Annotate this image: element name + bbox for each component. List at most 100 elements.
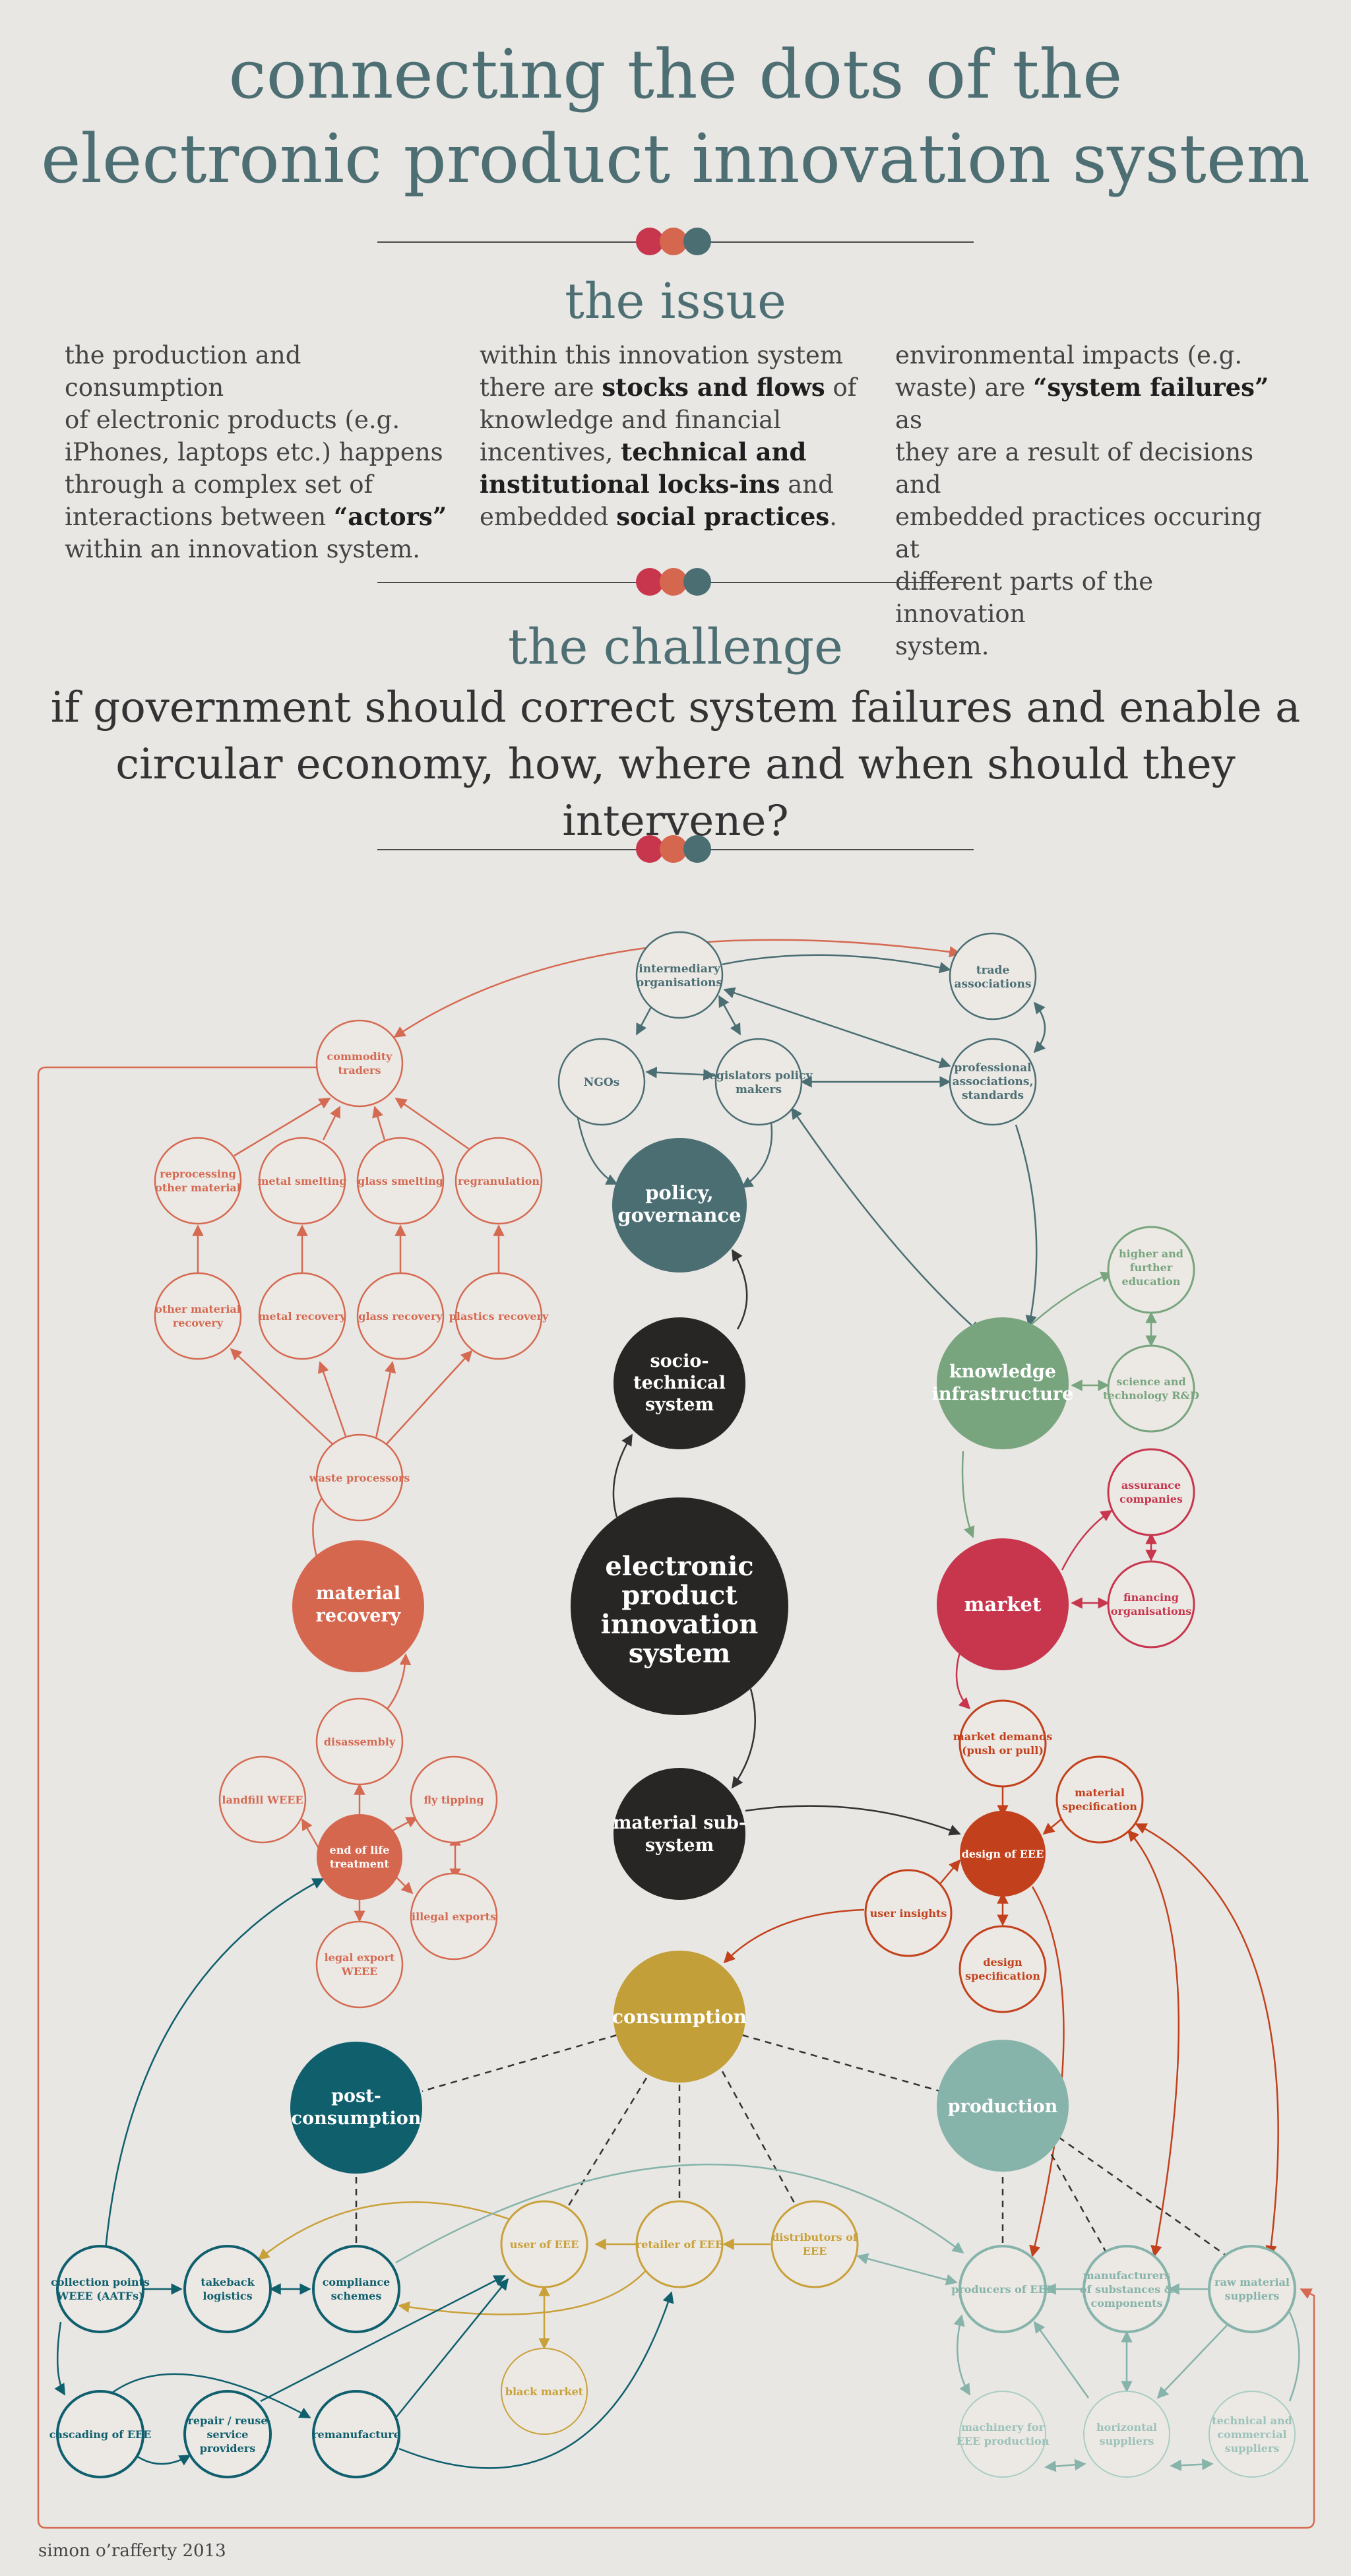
node-user-eee: user of EEE	[510, 2238, 579, 2251]
svg-text:technology R&D: technology R&D	[1103, 1389, 1199, 1402]
node-user-insights: user insights	[870, 1907, 947, 1920]
svg-text:suppliers: suppliers	[1225, 2290, 1280, 2302]
svg-text:logistics: logistics	[203, 2290, 252, 2302]
node-end-of-life	[317, 1814, 402, 1900]
node-collection-points: collection points	[51, 2276, 150, 2288]
node-producers-eee: producers of EEE	[951, 2283, 1054, 2296]
node-production: production	[937, 2040, 1069, 2172]
node-compliance-schemes: compliance	[323, 2276, 391, 2288]
svg-text:(push or pull): (push or pull)	[962, 1744, 1044, 1757]
svg-text:schemes: schemes	[331, 2290, 382, 2302]
node-ngos: NGOs	[584, 1076, 619, 1089]
node-illegal-exports: illegal exports	[412, 1910, 496, 1923]
svg-text:socio-: socio-	[650, 1351, 708, 1371]
svg-text:suppliers: suppliers	[1225, 2442, 1280, 2455]
svg-text:education: education	[1122, 1275, 1181, 1288]
svg-text:specification: specification	[965, 1970, 1040, 1982]
node-trade-associations: trade	[976, 964, 1010, 977]
dots-ornament-1	[636, 228, 715, 257]
node-material-recovery: material recovery	[292, 1540, 424, 1672]
node-socio-technical: socio- technical system	[613, 1317, 745, 1449]
innovation-system-diagram: electronic product innovation system pol…	[37, 931, 1315, 2529]
svg-text:consumption: consumption	[612, 2006, 747, 2028]
svg-text:of substances &: of substances &	[1080, 2283, 1174, 2296]
node-material-specification: material	[1075, 1786, 1125, 1799]
svg-text:associations,: associations,	[953, 1075, 1034, 1088]
node-consumption: consumption	[612, 1951, 747, 2083]
svg-text:electronic: electronic	[605, 1551, 753, 1582]
svg-text:market: market	[964, 1593, 1042, 1616]
svg-text:system: system	[645, 1395, 714, 1415]
svg-text:innovation: innovation	[601, 1609, 759, 1640]
node-higher-education: higher and	[1119, 1247, 1183, 1260]
svg-text:product: product	[621, 1580, 738, 1611]
svg-text:system: system	[645, 1835, 714, 1856]
node-assurance: assurance	[1121, 1479, 1181, 1492]
node-disassembly: disassembly	[324, 1736, 396, 1748]
node-manufacturers: manufacturers	[1083, 2269, 1171, 2282]
svg-text:WEEE (AATFs): WEEE (AATFs)	[56, 2290, 144, 2302]
node-cascading: cascading of EEE	[49, 2428, 152, 2441]
dots-ornament-3	[636, 835, 715, 864]
issue-column-2: within this innovation system there are …	[480, 341, 857, 531]
svg-text:policy,: policy,	[645, 1181, 713, 1204]
svg-text:makers: makers	[736, 1083, 782, 1096]
dots-ornament-2	[636, 568, 715, 597]
node-post-consumption: post- consumption	[290, 2042, 422, 2174]
node-design-specification: design	[983, 1956, 1022, 1968]
svg-text:recovery: recovery	[316, 1606, 402, 1626]
node-machinery: machinery for	[961, 2421, 1044, 2434]
svg-text:specification: specification	[1062, 1800, 1137, 1813]
svg-text:governance: governance	[617, 1204, 741, 1226]
node-material-subsystem: material sub- system	[613, 1768, 746, 1900]
issue-column-3: environmental impacts (e.g. waste) are “…	[895, 341, 1269, 660]
svg-text:providers: providers	[200, 2442, 255, 2455]
svg-text:end of life: end of life	[330, 1844, 390, 1856]
node-repair-reuse: repair / reuse	[187, 2414, 267, 2427]
node-market: market	[937, 1538, 1069, 1670]
node-design-eee	[960, 1811, 1046, 1897]
svg-text:organisations: organisations	[1111, 1605, 1192, 1618]
svg-text:commercial: commercial	[1217, 2428, 1286, 2441]
node-landfill: landfill WEEE	[222, 1794, 303, 1806]
page-title-line-1: connecting the dots of the	[228, 36, 1123, 114]
node-plastics-recovery: plastics recovery	[449, 1310, 549, 1323]
svg-text:WEEE: WEEE	[341, 1965, 378, 1978]
node-legislators: legislators policy	[705, 1069, 813, 1083]
svg-text:companies: companies	[1119, 1493, 1183, 1505]
svg-text:system: system	[629, 1638, 731, 1669]
svg-text:further: further	[1130, 1261, 1173, 1274]
svg-text:components: components	[1090, 2297, 1162, 2309]
page-title-line-2: electronic product innovation system	[41, 120, 1310, 199]
outer-loop-line	[37, 1066, 1315, 2529]
svg-text:organisations: organisations	[637, 976, 722, 990]
svg-text:design of EEE: design of EEE	[962, 1848, 1044, 1860]
node-center: electronic product innovation system	[571, 1497, 788, 1715]
svg-text:post-: post-	[331, 2086, 381, 2106]
svg-text:knowledge: knowledge	[949, 1362, 1056, 1382]
node-raw-material: raw material	[1214, 2276, 1290, 2288]
node-metal-recovery: metal recovery	[259, 1310, 346, 1323]
svg-text:treatment: treatment	[330, 1858, 390, 1870]
node-technical-commercial: technical and	[1212, 2414, 1292, 2427]
node-black-market: black market	[505, 2385, 584, 2398]
node-metal-smelting: metal smelting	[258, 1175, 347, 1187]
node-professional-associations: professional	[954, 1061, 1032, 1075]
node-fly-tipping: fly tipping	[424, 1794, 484, 1806]
svg-text:EEE production: EEE production	[957, 2435, 1050, 2447]
svg-text:infrastructure: infrastructure	[932, 1384, 1074, 1404]
node-policy-governance: policy, governance	[612, 1138, 747, 1272]
node-knowledge-infrastructure: knowledge infrastructure	[932, 1317, 1074, 1449]
node-intermediary: intermediary	[639, 962, 721, 976]
node-remanufacture: remanufacture	[312, 2428, 400, 2441]
node-glass-smelting: glass smelting	[358, 1175, 443, 1187]
challenge-title: the challenge	[508, 619, 843, 675]
node-regranulation: regranulation	[458, 1175, 540, 1187]
node-takeback-logistics: takeback	[201, 2276, 255, 2288]
issue-title: the issue	[565, 273, 786, 330]
node-retailer-eee: retailer of EEE	[636, 2238, 723, 2251]
node-commodity-traders: commodity	[327, 1050, 393, 1063]
svg-text:other material: other material	[155, 1181, 241, 1194]
issue-column-1: the production and consumption of electr…	[65, 341, 447, 563]
author-credit: simon o’rafferty 2013	[38, 2541, 226, 2561]
